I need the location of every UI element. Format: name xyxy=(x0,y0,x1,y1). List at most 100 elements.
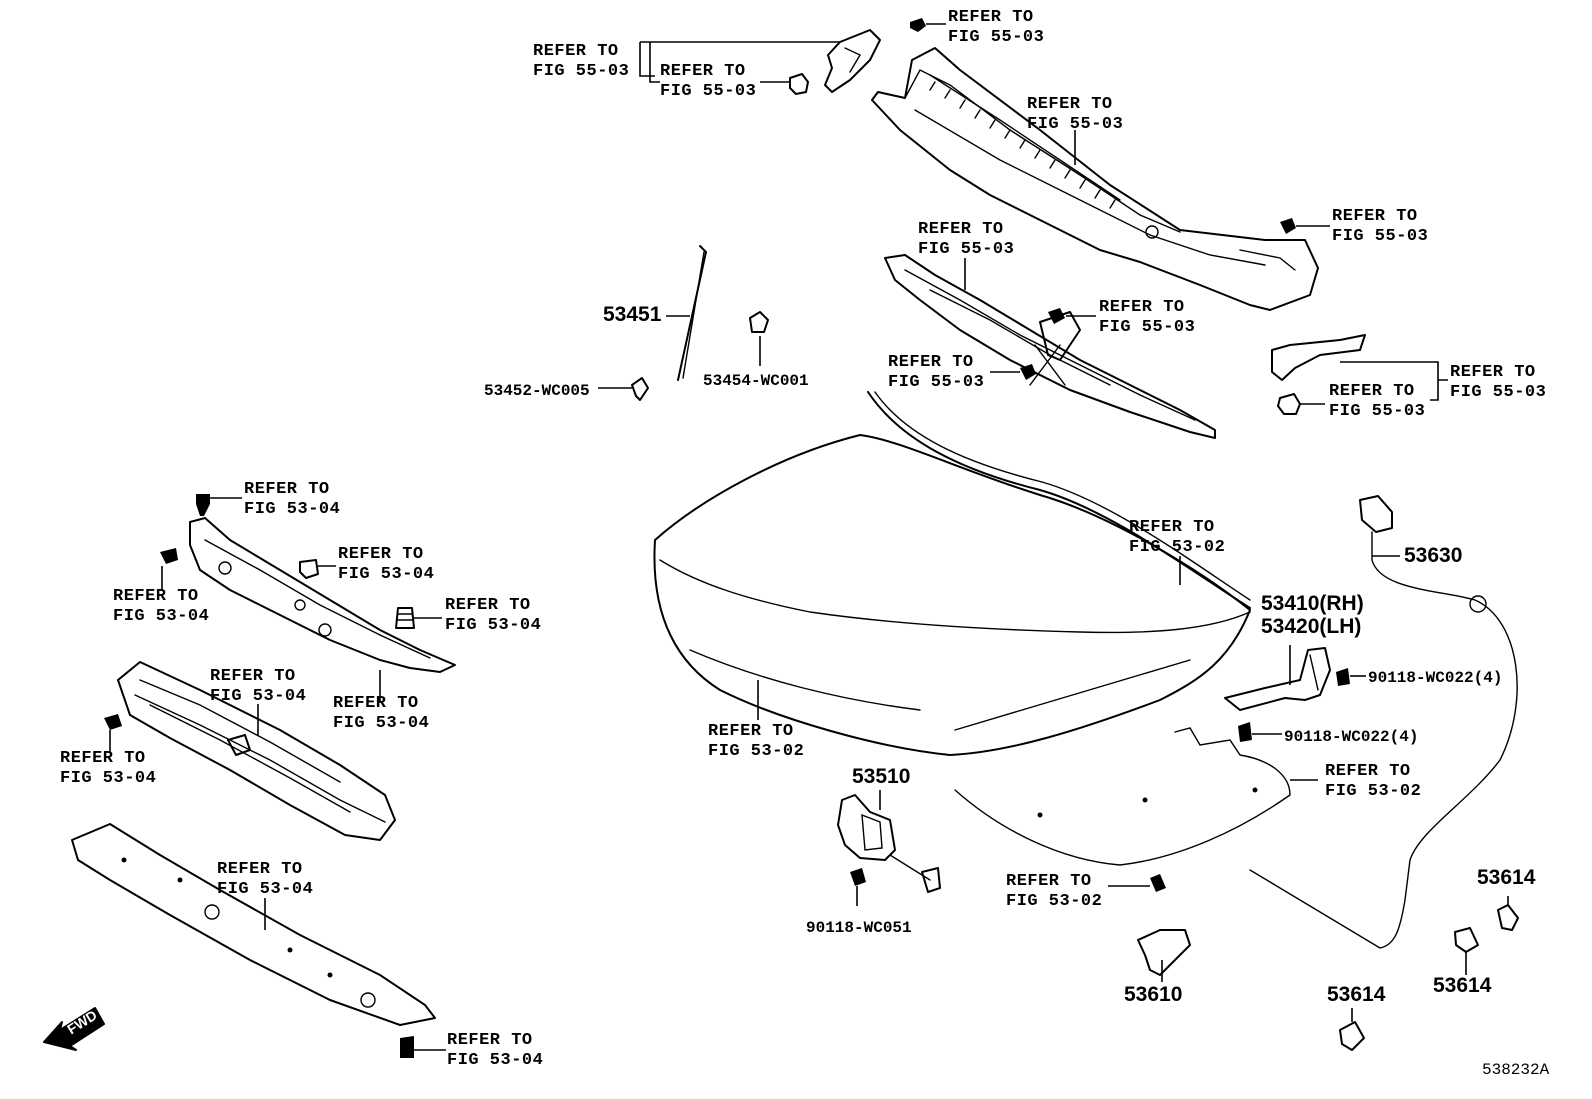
refer-fig: FIG 53-04 xyxy=(210,687,307,706)
bolt-icon xyxy=(196,494,242,516)
refer-fig: FIG 53-04 xyxy=(244,500,341,519)
rod-grommet xyxy=(749,311,769,366)
refer-fig: FIG 55-03 xyxy=(918,240,1015,259)
hood-release-cable xyxy=(1249,495,1518,949)
refer-fig: FIG 55-03 xyxy=(1450,383,1547,402)
refer-line: REFER TO xyxy=(60,749,146,768)
grommet-icon xyxy=(760,73,809,95)
cowl-louver-panel xyxy=(871,47,1319,311)
cable-clamp xyxy=(1339,1008,1365,1051)
refer-fig: FIG 55-03 xyxy=(1099,318,1196,337)
clip-icon xyxy=(1048,308,1096,324)
refer-line: REFER TO xyxy=(533,42,619,61)
cable-clamp xyxy=(1454,927,1479,975)
hood-support-rod xyxy=(666,245,707,381)
refer-line: REFER TO xyxy=(1099,298,1185,317)
refer-line: REFER TO xyxy=(113,587,199,606)
release-lever xyxy=(1137,929,1191,982)
hood-lock xyxy=(837,790,941,893)
part-number-90118-wc022: 90118-WC022(4) xyxy=(1368,669,1503,687)
cowl-panel xyxy=(884,254,1216,439)
refer-fig: FIG 55-03 xyxy=(1027,115,1124,134)
cowl-side-bracket xyxy=(1271,334,1366,381)
part-number-53614: 53614 xyxy=(1327,983,1386,1006)
refer-line: REFER TO xyxy=(217,860,303,879)
refer-line: REFER TO xyxy=(1129,518,1215,537)
bolt-icon xyxy=(104,714,122,752)
refer-line: REFER TO xyxy=(948,8,1034,27)
hood-panel xyxy=(653,434,1318,866)
clip-icon xyxy=(910,18,946,32)
bolt-icon xyxy=(400,1036,446,1058)
louver-end-bracket xyxy=(824,29,881,93)
refer-line: REFER TO xyxy=(1027,95,1113,114)
radiator-support-upper xyxy=(189,517,456,702)
refer-line: REFER TO xyxy=(1006,872,1092,891)
refer-fig: FIG 53-02 xyxy=(1325,782,1422,801)
part-number-53614: 53614 xyxy=(1477,866,1536,889)
refer-fig: FIG 53-02 xyxy=(1129,538,1226,557)
refer-line: REFER TO xyxy=(1329,382,1415,401)
refer-line: REFER TO xyxy=(918,220,1004,239)
refer-line: REFER TO xyxy=(1332,207,1418,226)
refer-line: REFER TO xyxy=(660,62,746,81)
radiator-support-middle xyxy=(117,661,396,841)
refer-fig: FIG 53-02 xyxy=(1006,892,1103,911)
rod-holder-clip xyxy=(598,377,649,401)
refer-line: REFER TO xyxy=(1325,762,1411,781)
radiator-support-lower xyxy=(71,823,436,1026)
refer-fig: FIG 55-03 xyxy=(1332,227,1429,246)
refer-fig: FIG 55-03 xyxy=(948,28,1045,47)
part-number-53614: 53614 xyxy=(1433,974,1492,997)
refer-line: REFER TO xyxy=(1450,363,1536,382)
part-number-53510: 53510 xyxy=(852,765,911,788)
refer-line: REFER TO xyxy=(888,353,974,372)
clip-icon xyxy=(1108,874,1166,892)
part-number-53451: 53451 xyxy=(603,303,662,326)
clip-icon xyxy=(1280,218,1330,234)
refer-fig: FIG 53-04 xyxy=(217,880,314,899)
hood-seal-weatherstrip xyxy=(867,391,1251,609)
forward-arrow-icon xyxy=(43,1007,105,1051)
part-number-53610: 53610 xyxy=(1124,983,1183,1006)
refer-fig: FIG 53-04 xyxy=(333,714,430,733)
diagram-id: 538232A xyxy=(1482,1061,1550,1079)
hood-hinge xyxy=(1224,645,1331,711)
refer-line: REFER TO xyxy=(445,596,531,615)
refer-fig: FIG 55-03 xyxy=(533,62,630,81)
refer-fig: FIG 53-04 xyxy=(447,1051,544,1070)
part-number-53630: 53630 xyxy=(1404,544,1463,567)
refer-fig: FIG 55-03 xyxy=(1329,402,1426,421)
bumper-stop-icon xyxy=(395,607,442,629)
refer-line: REFER TO xyxy=(447,1031,533,1050)
bolt-icon xyxy=(850,868,866,906)
refer-line: REFER TO xyxy=(210,667,296,686)
part-number-53410: 53410(RH) xyxy=(1261,592,1364,615)
bolt-icon xyxy=(160,548,178,590)
part-number-90118-wc051: 90118-WC051 xyxy=(806,919,912,937)
grommet-icon xyxy=(299,559,336,579)
part-number-90118-wc022: 90118-WC022(4) xyxy=(1284,728,1419,746)
